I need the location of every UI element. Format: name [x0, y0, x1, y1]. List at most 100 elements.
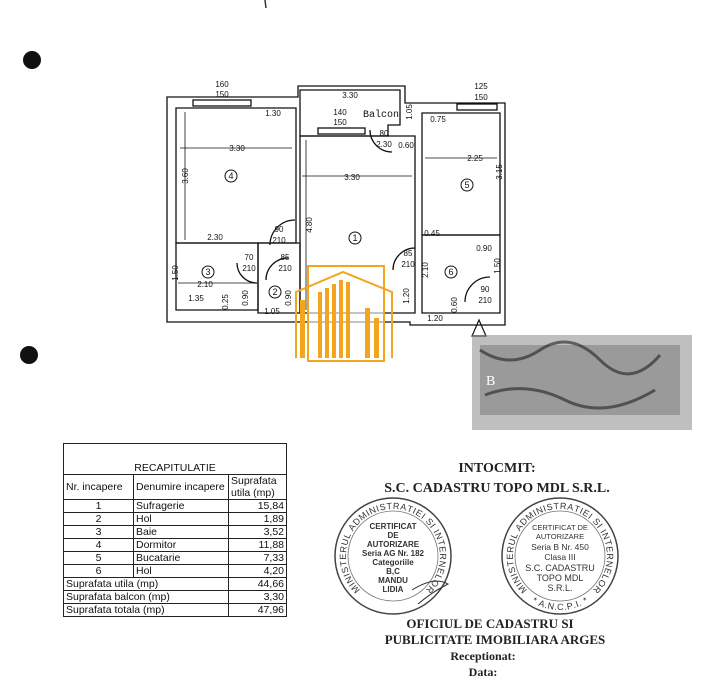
cell-nr: 6 — [63, 564, 134, 578]
prepared-label: INTOCMIT: — [458, 461, 535, 476]
stamp-ring-char: E — [437, 546, 448, 553]
stamp-ring-char: N — [367, 505, 377, 517]
dim-label: 85 — [404, 249, 413, 258]
room-number: 6 — [448, 267, 453, 277]
dim-label: 0.90 — [284, 290, 293, 306]
stamp-ring-char: I — [542, 503, 547, 513]
cell-area: 15,84 — [228, 499, 287, 513]
stamp-ring-char: S — [339, 566, 350, 575]
dim-label: 90 — [275, 225, 284, 234]
stamp-ring-char: E — [435, 567, 446, 576]
cell-nr: 2 — [63, 512, 134, 526]
stamp-line: S.R.L. — [547, 583, 572, 593]
received-label: Receptionat: — [450, 649, 515, 663]
door-arc — [265, 257, 289, 281]
scan-mark — [264, 0, 267, 9]
stamp-ring-char: L — [509, 531, 520, 540]
dim-label: 3.15 — [495, 164, 504, 180]
dim-label: 0.90 — [476, 244, 492, 253]
total-value: 3,30 — [228, 590, 287, 604]
stamp-ring-char: E — [602, 567, 613, 576]
cell-area: 4,20 — [228, 564, 287, 578]
stamp-ring-char: E — [604, 546, 615, 553]
stamp-line: CERTIFICAT DE — [532, 523, 588, 532]
stamp-ring-char: R — [605, 553, 615, 560]
stamp-ring-char: T — [573, 503, 582, 514]
door-arc — [464, 276, 491, 303]
stamp-ring-char: L — [433, 573, 444, 582]
total-label: Suprafata utila (mp) — [63, 577, 229, 591]
cell-name: Bucatarie — [133, 551, 229, 565]
column-header: Nr. incapere — [63, 474, 134, 500]
dim-label: 210 — [478, 296, 492, 305]
stamp-ring-char: T — [386, 501, 393, 511]
stamp-ring-char: . — [554, 602, 557, 612]
stamp-ring-char: T — [505, 559, 516, 566]
stamp-ring-char: . — [544, 600, 549, 610]
stamp-line: Clasa III — [544, 552, 575, 562]
dim-label: 210 — [401, 260, 415, 269]
dim-label: 4.80 — [305, 217, 314, 233]
building-logo — [295, 265, 393, 362]
stamp-line: B,C — [386, 567, 400, 576]
stamp-ring-char: N — [437, 560, 448, 568]
door-arc — [269, 219, 296, 246]
cell-area: 7,33 — [228, 551, 287, 565]
window-left — [192, 99, 252, 107]
dim-label: 85 — [281, 253, 290, 262]
dim-label: 2.30 — [376, 140, 392, 149]
dim-label: 2.30 — [207, 233, 223, 242]
punch-hole — [20, 346, 38, 364]
room-number: 2 — [272, 287, 277, 297]
stamp-line: Seria AG Nr. 182 — [362, 549, 425, 558]
total-value: 47,96 — [228, 603, 287, 617]
stamp-line: AUTORIZARE — [536, 532, 584, 541]
stamp-line: MANDU — [378, 576, 408, 585]
stamp-ring-char: A — [566, 502, 574, 513]
stamp-ring-char: I — [411, 506, 418, 516]
cell-nr: 3 — [63, 525, 134, 539]
room-6 — [421, 234, 501, 314]
dim-label: 210 — [278, 264, 292, 273]
stamp-line: S.C. CADASTRU — [525, 563, 595, 573]
dim-label: 3.60 — [181, 168, 190, 184]
room-2 — [257, 242, 301, 314]
cell-area: 3,52 — [228, 525, 287, 539]
stamp-ring-char: T — [406, 503, 415, 514]
total-row: Suprafata balcon (mp)3,30 — [63, 590, 287, 604]
signature — [411, 580, 450, 605]
stamp-ring-char: D — [518, 515, 530, 527]
dim-label: 150 — [333, 118, 347, 127]
stamp-ring-char: I — [509, 572, 519, 578]
dim-label: 1.05 — [264, 307, 280, 316]
column-header: Denumire incapere — [133, 474, 229, 500]
stamp-ring-char: * — [581, 595, 589, 606]
dim-label: 1.20 — [427, 314, 443, 323]
stamp-ring-char: N — [604, 560, 615, 568]
cell-area: 1,89 — [228, 512, 287, 526]
entrance-arrow-icon — [471, 318, 487, 337]
stamp-ring-char: I — [514, 581, 524, 589]
stamp-ring-char: I — [364, 508, 371, 518]
dim-label: 2.10 — [197, 280, 213, 289]
stamp-ring-char: T — [436, 539, 447, 547]
stamp-ring-char: I — [586, 511, 594, 520]
stamp-ring-char: S — [546, 502, 554, 513]
dim-label: 0.60 — [450, 297, 459, 313]
dim-label: 1.50 — [493, 258, 502, 274]
stamp-ring-char: I — [375, 503, 380, 513]
balcony — [299, 89, 401, 137]
punch-hole — [23, 51, 41, 69]
dim-label: 0.75 — [430, 115, 446, 124]
plan-labels: Balcon 1 2 3 4 5 6 160 150 125 150 140 1… — [171, 80, 504, 323]
dim-label: 150 — [474, 93, 488, 102]
office-line-1: OFICIUL DE CADASTRU SI — [406, 616, 573, 631]
stamp-ring-char: U — [339, 538, 350, 547]
stamp-ring-char: E — [581, 507, 591, 519]
stamp-ring-char: R — [591, 584, 603, 596]
cell-nr: 5 — [63, 551, 134, 565]
